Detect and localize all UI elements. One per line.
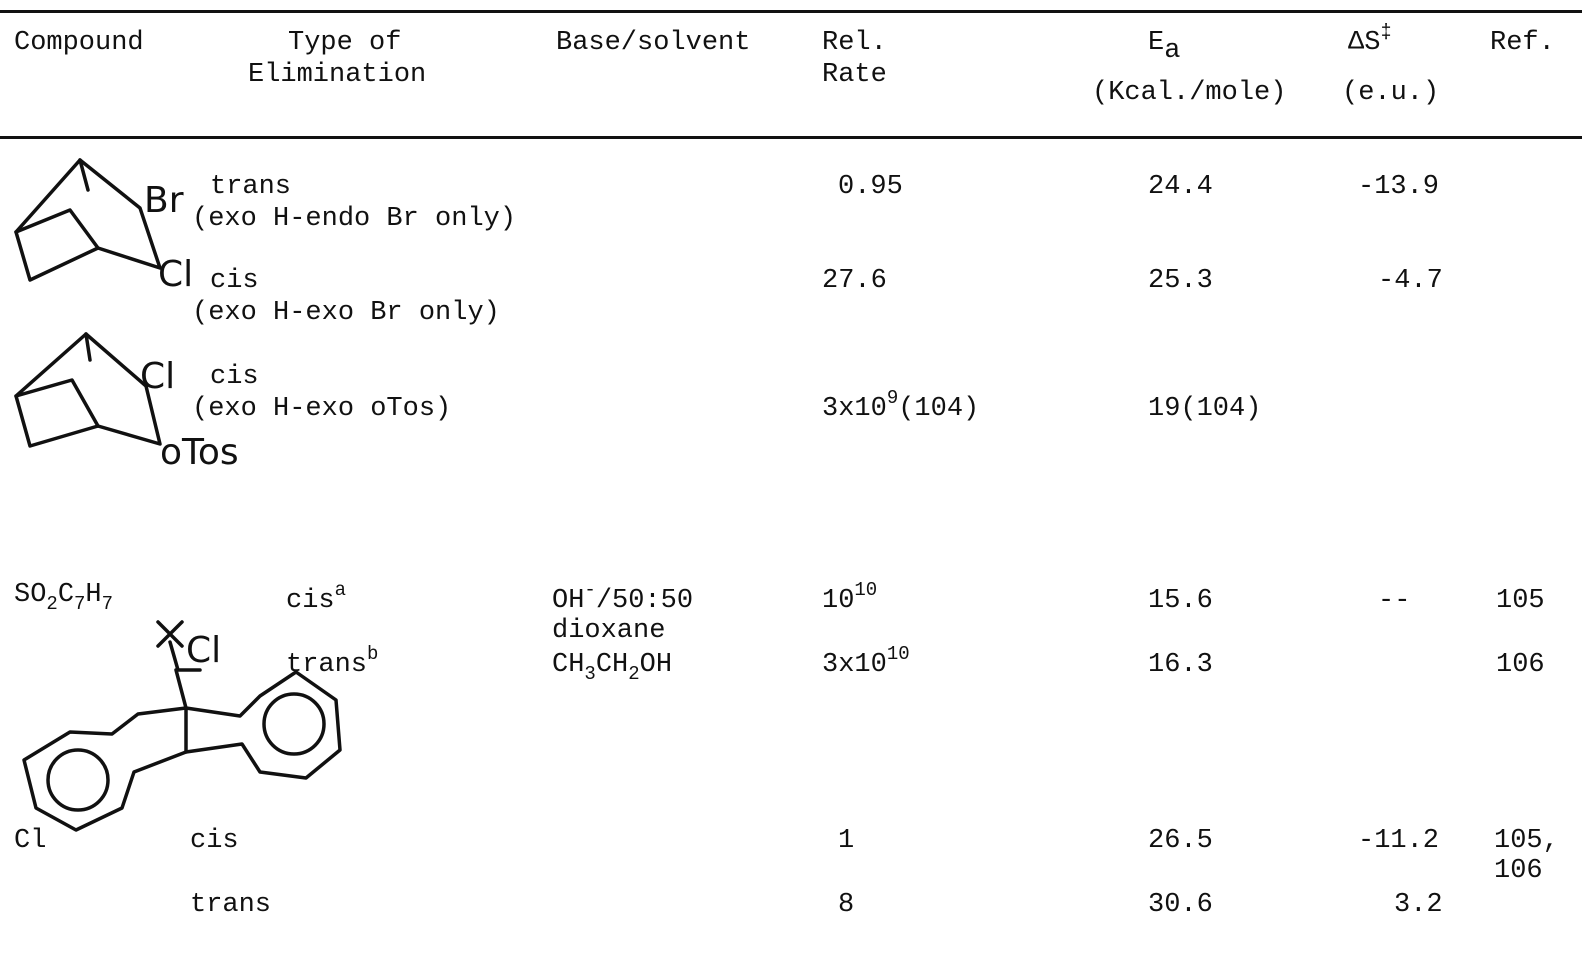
row5-ea: 16.3 bbox=[1148, 650, 1213, 680]
dibenzo-structure bbox=[22, 620, 342, 832]
row2-ea: 25.3 bbox=[1148, 266, 1213, 296]
header-ea-main: E bbox=[1148, 28, 1165, 58]
row6-ref-2: 106 bbox=[1494, 856, 1543, 886]
row5-base: CH3CH2OH bbox=[552, 650, 673, 685]
row5-rate-base: 3x10 bbox=[822, 650, 887, 680]
row5-base-c: OH bbox=[639, 650, 673, 680]
row2-rate: 27.6 bbox=[822, 266, 887, 296]
row4-base-1: OH-/50:50 bbox=[552, 579, 694, 617]
row6-ref-1: 105, bbox=[1494, 826, 1559, 856]
row4-ref: 105 bbox=[1496, 586, 1545, 616]
header-ds-units: (e.u.) bbox=[1342, 78, 1440, 108]
row2-type-2: (exo H-exo Br only) bbox=[192, 298, 500, 328]
row4-base-ratio: /50:50 bbox=[595, 586, 694, 616]
row6-ds: -11.2 bbox=[1358, 826, 1440, 856]
label-cl-4: Cl bbox=[14, 826, 47, 856]
row5-base-s2: 2 bbox=[628, 663, 640, 685]
row5-type: transb bbox=[286, 643, 378, 681]
row4-type: cisa bbox=[286, 579, 346, 617]
header-ref: Ref. bbox=[1490, 28, 1555, 58]
row4-type-sup: a bbox=[334, 579, 347, 601]
row6-rate: 1 bbox=[838, 826, 855, 856]
header-ea: Ea bbox=[1148, 28, 1180, 66]
row1-type-2: (exo H-endo Br only) bbox=[192, 204, 517, 234]
norbornane-structure-1 bbox=[14, 158, 162, 282]
header-rel-line1: Rel. bbox=[822, 28, 887, 58]
row2-type-1: cis bbox=[210, 266, 259, 296]
header-ea-sub: a bbox=[1164, 36, 1181, 66]
top-rule bbox=[0, 10, 1582, 13]
row3-rate-base: 3x10 bbox=[822, 394, 887, 424]
header-type-line1: Type of bbox=[288, 28, 402, 58]
label-so2c7h7-a: SO bbox=[14, 580, 47, 610]
row6-ea: 26.5 bbox=[1148, 826, 1213, 856]
row5-base-s1: 3 bbox=[584, 663, 596, 685]
header-type-line2: Elimination bbox=[248, 60, 427, 90]
label-so2c7h7-c: C bbox=[57, 580, 75, 610]
row4-type-text: cis bbox=[286, 586, 335, 616]
header-ds: ΔS‡ bbox=[1348, 21, 1392, 59]
label-so2c7h7: SO2C7H7 bbox=[14, 580, 113, 615]
row4-rate: 1010 bbox=[822, 579, 877, 617]
label-so2c7h7-f: 7 bbox=[101, 593, 114, 615]
row5-type-text: trans bbox=[286, 650, 368, 680]
row3-ea: 19(104) bbox=[1148, 394, 1262, 424]
row5-base-b: CH bbox=[595, 650, 629, 680]
row4-ds: -- bbox=[1378, 586, 1411, 616]
row2-ds: -4.7 bbox=[1378, 266, 1443, 296]
header-rel-line2: Rate bbox=[822, 60, 887, 90]
label-cl-3: Cl bbox=[186, 630, 222, 671]
row3-type-2: (exo H-exo oTos) bbox=[192, 394, 452, 424]
header-base: Base/solvent bbox=[556, 28, 751, 58]
row6-type: cis bbox=[190, 826, 239, 856]
row5-base-a: CH bbox=[552, 650, 585, 680]
row4-base-sup: - bbox=[584, 579, 596, 601]
label-so2c7h7-e: H bbox=[85, 580, 102, 610]
header-ds-sup: ‡ bbox=[1380, 21, 1392, 43]
row4-ea: 15.6 bbox=[1148, 586, 1213, 616]
norbornane-structure-2 bbox=[14, 332, 162, 448]
row1-rate: 0.95 bbox=[838, 172, 903, 202]
row5-rate: 3x1010 bbox=[822, 643, 910, 681]
row1-ea: 24.4 bbox=[1148, 172, 1213, 202]
row3-rate: 3x109(104) bbox=[822, 387, 980, 425]
header-compound: Compound bbox=[14, 28, 144, 58]
row3-rate-ref: (104) bbox=[898, 394, 980, 424]
label-cl-1: Cl bbox=[158, 254, 194, 295]
row5-ref: 106 bbox=[1496, 650, 1545, 680]
label-otos: oTos bbox=[160, 432, 239, 473]
row4-base-2: dioxane bbox=[552, 616, 666, 646]
row1-type-1: trans bbox=[210, 172, 292, 202]
label-so2c7h7-d: 7 bbox=[74, 593, 86, 615]
row1-ds: -13.9 bbox=[1358, 172, 1440, 202]
label-cl-2: Cl bbox=[140, 356, 176, 397]
header-ds-main: ΔS bbox=[1348, 28, 1381, 58]
row4-base-oh: OH bbox=[552, 586, 585, 616]
row7-ds: 3.2 bbox=[1394, 890, 1443, 920]
row4-rate-exp: 10 bbox=[854, 579, 878, 601]
label-br: Br bbox=[144, 180, 184, 221]
row5-type-sup: b bbox=[367, 643, 379, 665]
row3-rate-exp: 9 bbox=[886, 387, 899, 409]
row7-ea: 30.6 bbox=[1148, 890, 1213, 920]
row3-type-1: cis bbox=[210, 362, 259, 392]
row5-rate-exp: 10 bbox=[886, 643, 910, 665]
row7-type: trans bbox=[190, 890, 272, 920]
header-rule bbox=[0, 136, 1582, 139]
header-ea-units: (Kcal./mole) bbox=[1092, 78, 1287, 108]
row7-rate: 8 bbox=[838, 890, 855, 920]
label-so2c7h7-b: 2 bbox=[46, 593, 58, 615]
row4-rate-base: 10 bbox=[822, 586, 855, 616]
